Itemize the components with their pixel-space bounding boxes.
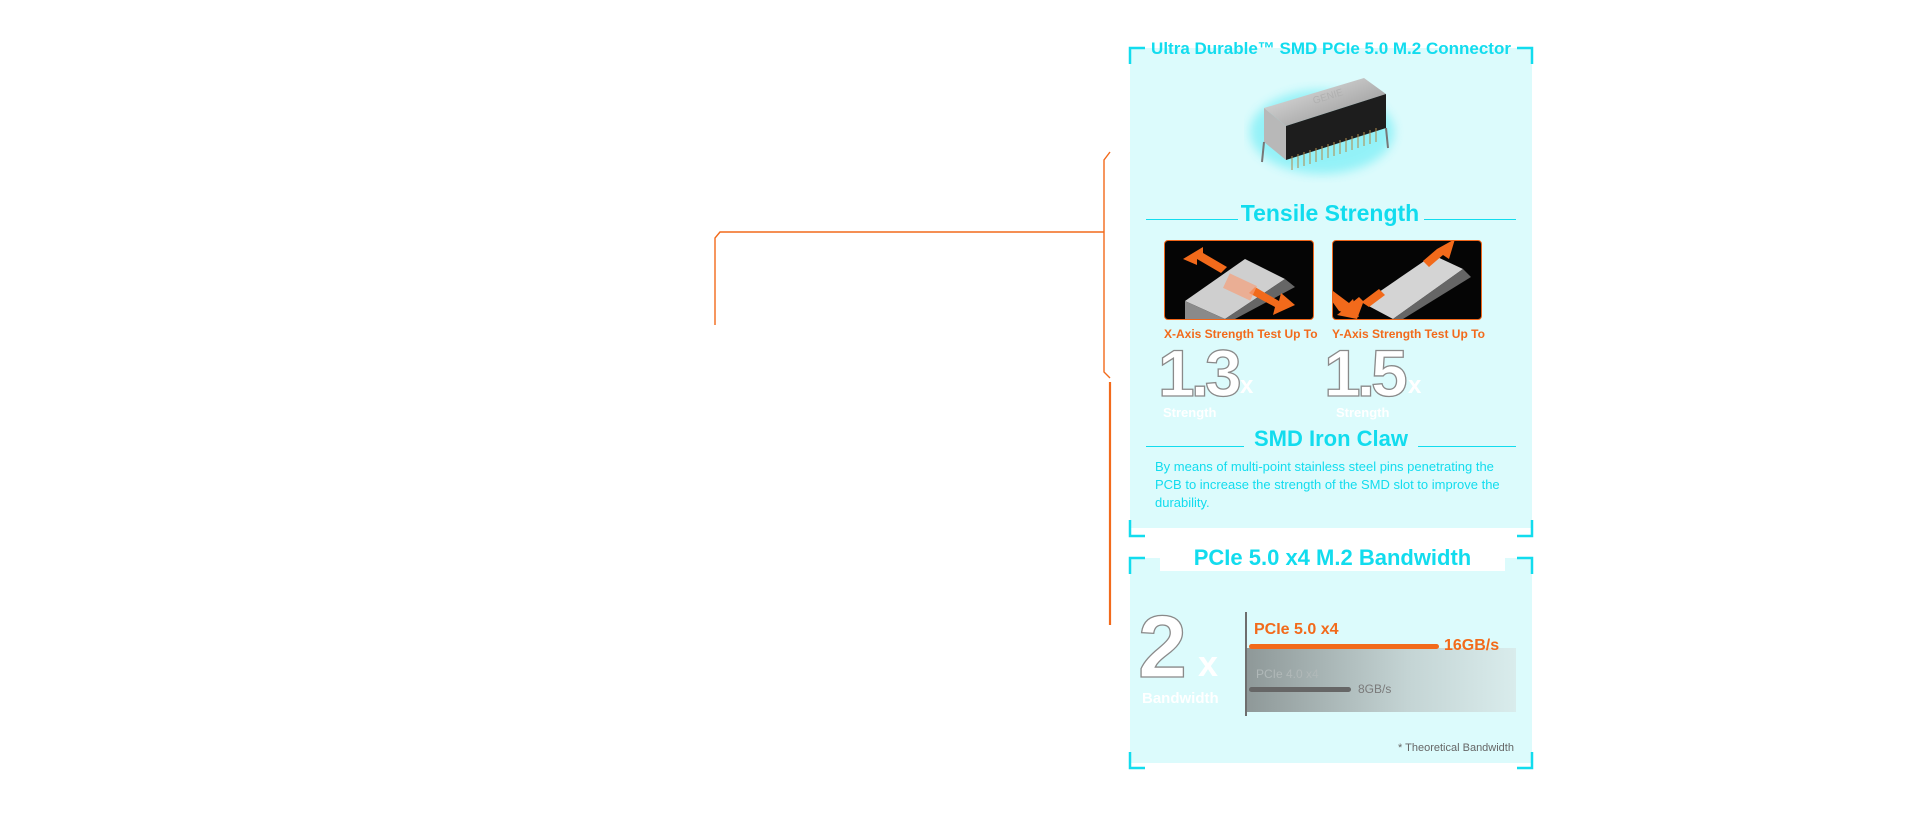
- bandwidth-caption: Bandwidth: [1142, 690, 1219, 707]
- bandwidth-multiplier: 2: [1137, 597, 1187, 696]
- iron-rule-right: [1418, 446, 1516, 447]
- x-axis-caption: Strength: [1163, 405, 1217, 420]
- y-axis-label: Y-Axis Strength Test Up To: [1332, 327, 1485, 341]
- y-axis-test-image: [1332, 240, 1482, 320]
- x-axis-suffix: x: [1240, 372, 1254, 399]
- bar-pcie5-value: 16GB/s: [1444, 637, 1500, 654]
- m2-connector-image: GENIE: [1250, 78, 1394, 174]
- y-axis-caption: Strength: [1336, 405, 1390, 420]
- iron-claw-description: By means of multi-point stainless steel …: [1155, 459, 1500, 510]
- tensile-rule-left: [1146, 219, 1238, 220]
- bar-pcie4: [1249, 687, 1351, 692]
- bandwidth-chart-axis: [1245, 612, 1247, 716]
- bar-pcie4-label: PCIe 4.0 x4: [1256, 667, 1319, 681]
- iron-rule-left: [1146, 446, 1244, 447]
- tensile-rule-right: [1424, 219, 1516, 220]
- y-axis-value: 1.5: [1323, 336, 1408, 410]
- bandwidth-chart-background: [1246, 648, 1516, 712]
- tensile-title: Tensile Strength: [1240, 200, 1420, 226]
- x-axis-test-image: [1164, 240, 1314, 320]
- iron-claw-title: SMD Iron Claw: [1253, 426, 1408, 451]
- bar-pcie4-value: 8GB/s: [1358, 682, 1392, 696]
- x-axis-label: X-Axis Strength Test Up To: [1164, 327, 1318, 341]
- bar-pcie5-label: PCIe 5.0 x4: [1254, 621, 1339, 638]
- connector-title: Ultra Durable™ SMD PCIe 5.0 M.2 Connecto…: [1151, 39, 1511, 58]
- bandwidth-title: PCIe 5.0 x4 M.2 Bandwidth: [1160, 545, 1505, 571]
- bandwidth-footnote: * Theoretical Bandwidth: [1398, 742, 1514, 754]
- y-axis-suffix: x: [1408, 372, 1422, 399]
- bar-pcie5: [1249, 644, 1439, 649]
- x-axis-value: 1.3: [1157, 336, 1242, 410]
- bandwidth-multiplier-suffix: x: [1198, 643, 1219, 684]
